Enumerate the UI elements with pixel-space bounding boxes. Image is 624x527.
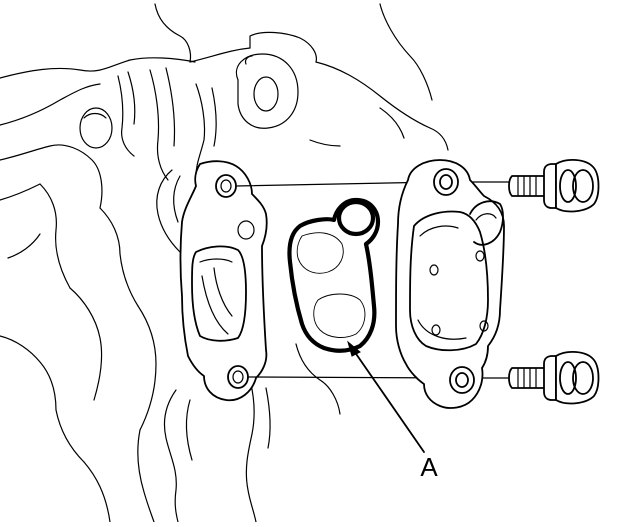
water-passage-flange xyxy=(179,160,268,402)
gasket xyxy=(287,197,381,353)
callout-a-leader xyxy=(347,340,425,453)
callout-label-a: A xyxy=(420,452,438,482)
cover-plate xyxy=(395,159,505,409)
flange-bolt-upper xyxy=(508,159,600,213)
flange-bolt-lower xyxy=(508,351,600,405)
